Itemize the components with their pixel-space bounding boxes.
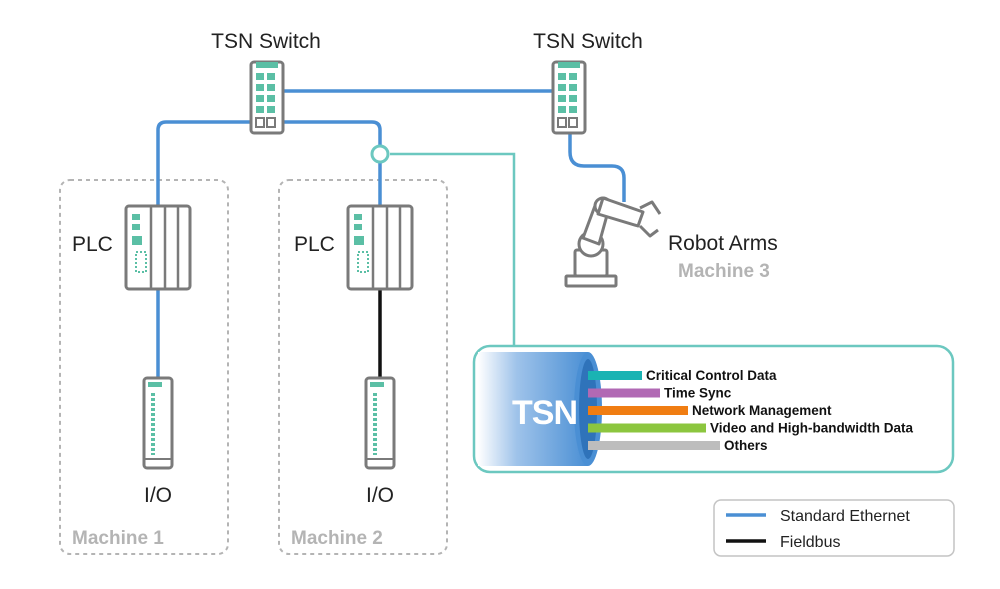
io-1-label: I/O [144,484,172,507]
tsn-cable-tube [478,352,588,466]
legend-frame [713,499,955,557]
io-module-1 [142,376,174,470]
io-module-2 [364,376,396,470]
ethernet-links [156,89,626,378]
tsn-flow-bar [588,371,642,380]
tsn-flow-label: Network Management [692,403,832,418]
switch-left-label: TSN Switch [211,30,321,53]
tsn-flow-label: Others [724,438,768,453]
tsn-flow-bar [588,441,720,450]
machine-2-label: Machine 2 [291,528,383,549]
plc-1-label: PLC [72,233,113,256]
tsn-flow-label: Critical Control Data [646,368,777,383]
tap-ring [370,144,390,164]
machine-1-boundary [59,179,229,555]
legend-label: Standard Ethernet [780,508,910,525]
tsn-flow-label: Video and High-bandwidth Data [710,421,913,436]
legend-label: Fieldbus [780,534,840,551]
io-2-label: I/O [366,484,394,507]
tsn-flow-bar [588,388,660,398]
switch-to-robot-link [568,133,626,202]
switch-to-plc1-link [156,120,251,206]
machine-1-label: Machine 1 [72,528,164,549]
tsn-tap-connector [370,144,516,346]
tsn-title: TSN [512,394,577,432]
tsn-flow-bar [588,406,688,415]
switch-right-label: TSN Switch [533,30,643,53]
tsn-switch-left [249,60,285,135]
plc-device-1 [124,204,192,291]
machine-2-boundary [278,179,448,555]
switch-to-plc2-link [283,120,382,206]
tsn-flow-bar [588,423,706,433]
robot-arm-icon [564,196,662,288]
plc-2-label: PLC [294,233,335,256]
tsn-switch-right [551,60,587,135]
robot-label: Robot Arms [668,232,778,255]
plc-device-2 [346,204,414,291]
machine-3-label: Machine 3 [678,261,770,282]
tsn-flow-label: Time Sync [664,386,732,401]
